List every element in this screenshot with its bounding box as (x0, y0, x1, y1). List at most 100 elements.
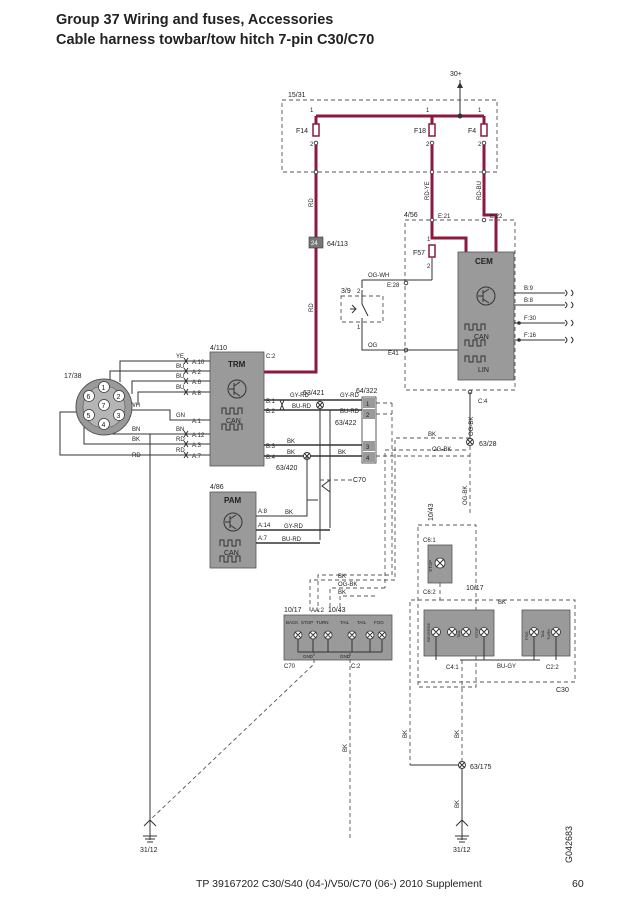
svg-text:C6:2: C6:2 (423, 590, 436, 596)
svg-text:B:8: B:8 (524, 298, 534, 304)
svg-text:1: 1 (102, 385, 106, 392)
svg-text:BU: BU (176, 385, 184, 391)
svg-text:A:1: A:1 (192, 419, 202, 425)
svg-text:4: 4 (366, 456, 370, 462)
svg-text:C:4: C:4 (478, 399, 488, 405)
svg-text:10/17: 10/17 (284, 607, 302, 614)
connector-64-113: 24 64/113 (308, 236, 348, 249)
trm-can-wires: GY-RD BU-RD GY-RD BU-RD BK BK BK 63/421 … (264, 390, 366, 540)
fuse-f14: 1 F14 2 (296, 108, 320, 148)
svg-text:BN: BN (132, 427, 140, 433)
svg-text:10/43: 10/43 (428, 503, 435, 521)
svg-text:GND: GND (340, 654, 351, 659)
page-subtitle: Cable harness towbar/tow hitch 7-pin C30… (56, 32, 375, 48)
ground-wiring: 63/175 BK (410, 761, 492, 840)
svg-text:RD-BU: RD-BU (477, 181, 483, 200)
svg-text:6: 6 (87, 394, 91, 401)
svg-text:BU-GY: BU-GY (497, 664, 516, 670)
svg-text:1: 1 (478, 108, 482, 114)
svg-text:F4: F4 (468, 128, 476, 135)
svg-text:BK: BK (343, 744, 349, 752)
svg-text:63/28: 63/28 (479, 441, 497, 448)
svg-text:64/322: 64/322 (356, 388, 378, 395)
svg-text:31/12: 31/12 (140, 847, 158, 854)
svg-text:RD: RD (176, 448, 185, 454)
pam-module: 4/86 PAM CAN A:8 A:14 A:7 BK GY-RD BU-RD (209, 484, 330, 569)
svg-text:RD: RD (309, 303, 315, 312)
svg-text:10/17: 10/17 (466, 585, 484, 592)
svg-text:E:28: E:28 (387, 283, 400, 289)
svg-text:2: 2 (427, 264, 431, 270)
svg-text:OG-BK: OG-BK (432, 447, 451, 453)
connector-64-322: 64/322 1 2 3 4 (356, 388, 470, 464)
svg-text:4: 4 (102, 422, 106, 429)
svg-text:4/86: 4/86 (210, 484, 224, 491)
svg-text:F14: F14 (296, 128, 308, 135)
svg-text:BN: BN (176, 427, 184, 433)
svg-text:BK: BK (287, 439, 295, 445)
svg-text:FOG: FOG (374, 620, 384, 625)
svg-text:64/113: 64/113 (327, 241, 348, 248)
svg-text:B:1: B:1 (266, 399, 276, 405)
svg-text:E:21: E:21 (438, 214, 451, 220)
svg-text:63/421: 63/421 (303, 390, 325, 397)
svg-text:OG-BK: OG-BK (463, 486, 469, 505)
page-title: Group 37 Wiring and fuses, Accessories (56, 12, 334, 28)
svg-text:TAIL: TAIL (340, 620, 350, 625)
svg-text:4/110: 4/110 (210, 345, 227, 352)
svg-text:BU-RD: BU-RD (282, 537, 302, 543)
svg-text:GND: GND (303, 654, 314, 659)
svg-text:2: 2 (426, 142, 430, 148)
svg-text:B:9: B:9 (524, 286, 534, 292)
svg-text:GY-RD: GY-RD (290, 393, 309, 399)
page-number: 60 (572, 878, 584, 890)
svg-text:7: 7 (102, 403, 106, 410)
svg-text:A:7: A:7 (192, 454, 202, 460)
socket-17-38: 17/38 1 2 3 4 5 6 7 (64, 373, 133, 436)
svg-text:C:2: C:2 (266, 354, 276, 360)
svg-text:CAN: CAN (224, 550, 239, 557)
svg-text:BACK: BACK (286, 620, 298, 625)
svg-text:A:8: A:8 (258, 509, 268, 515)
svg-text:B:4: B:4 (266, 455, 276, 461)
svg-text:RD-YE: RD-YE (425, 181, 431, 200)
svg-text:F:30: F:30 (524, 316, 537, 322)
svg-text:F:16: F:16 (524, 333, 537, 339)
trm-right-pins: C:2 B:1 B:2 B:3 B:4 (266, 354, 276, 461)
svg-text:BK: BK (338, 590, 346, 596)
fuse-box-15-31: 15/31 1 F14 2 1 F18 2 1 F4 2 (281, 92, 498, 173)
svg-text:63/422: 63/422 (335, 420, 357, 427)
svg-text:STOP: STOP (428, 560, 433, 572)
svg-text:2: 2 (366, 413, 370, 419)
svg-text:2: 2 (478, 142, 482, 148)
svg-text:PAM: PAM (224, 496, 242, 505)
svg-text:3: 3 (366, 445, 370, 451)
svg-text:RD: RD (132, 453, 141, 459)
svg-text:TAIL: TAIL (540, 629, 545, 638)
fuse-f18: 1 F18 2 (414, 108, 436, 148)
svg-text:A:7: A:7 (258, 536, 268, 542)
svg-text:FOG: FOG (524, 631, 529, 640)
socket-wires: YE BU BU BU GN BN RD RD BN BK RD WH (59, 354, 210, 840)
fuse-box-id: 15/31 (288, 92, 306, 99)
svg-text:24: 24 (311, 241, 318, 247)
svg-text:BK: BK (455, 800, 461, 808)
svg-text:TURN: TURN (546, 629, 551, 640)
svg-text:A:14: A:14 (258, 523, 271, 529)
svg-text:B:3: B:3 (266, 444, 276, 450)
svg-text:OG: OG (368, 343, 378, 349)
svg-text:WH: WH (130, 403, 140, 409)
ground-31-12-right: 31/12 (453, 819, 471, 854)
svg-text:63/175: 63/175 (470, 764, 492, 771)
svg-text:GY-RD: GY-RD (340, 393, 359, 399)
svg-text:31/12: 31/12 (453, 847, 471, 854)
svg-text:BK: BK (338, 450, 346, 456)
svg-text:3: 3 (117, 413, 121, 420)
svg-text:2: 2 (117, 394, 121, 401)
trm-module: 4/110 TRM CAN A:10 A:2 A:6 A:8 A:1 A:12 … (192, 345, 276, 467)
svg-text:STOP: STOP (301, 620, 313, 625)
rear-harness: BK OG-BK BK (309, 403, 395, 612)
svg-text:F57: F57 (413, 250, 425, 257)
supply-30: 30+ (450, 71, 463, 98)
